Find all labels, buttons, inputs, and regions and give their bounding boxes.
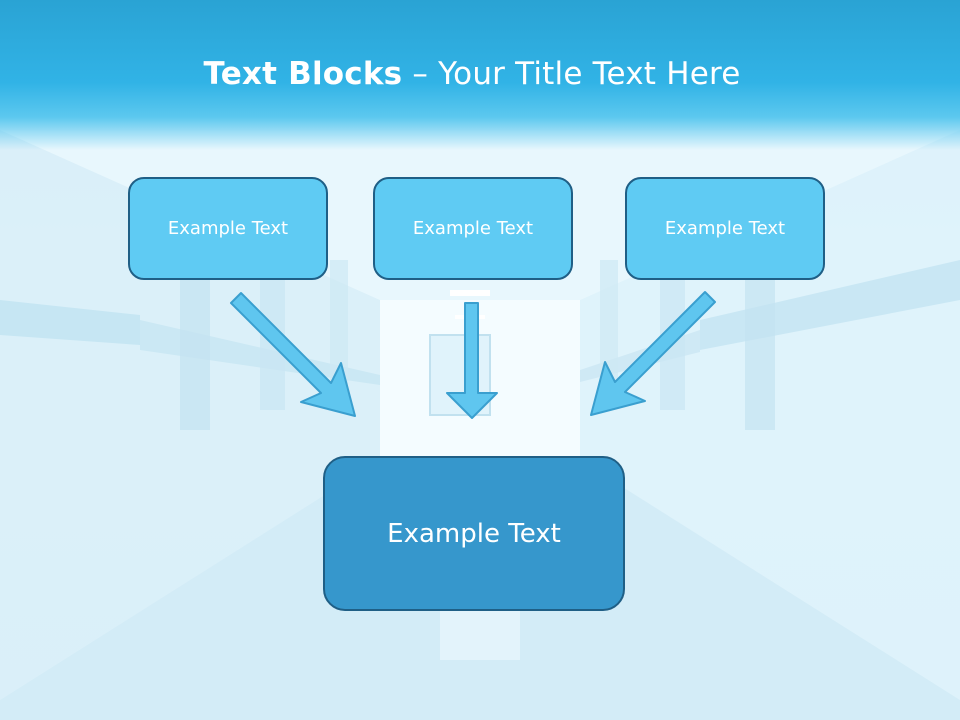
target-block: Example Text — [323, 456, 625, 611]
arrow-down-icon — [446, 302, 498, 419]
arrow-right-icon — [590, 291, 716, 416]
slide-title: Text Blocks – Your Title Text Here — [0, 56, 944, 92]
top-block-2-label: Example Text — [412, 218, 534, 239]
title-bar — [0, 0, 960, 150]
top-block-1-label: Example Text — [167, 218, 289, 239]
target-block-label: Example Text — [387, 518, 561, 549]
top-block-3-label: Example Text — [664, 218, 786, 239]
top-block-3: Example Text — [625, 177, 825, 280]
title-bold: Text Blocks — [203, 56, 403, 92]
top-block-1: Example Text — [128, 177, 328, 280]
arrow-left-icon — [230, 292, 356, 417]
top-block-2: Example Text — [373, 177, 573, 280]
title-rest: – Your Title Text Here — [402, 56, 741, 92]
